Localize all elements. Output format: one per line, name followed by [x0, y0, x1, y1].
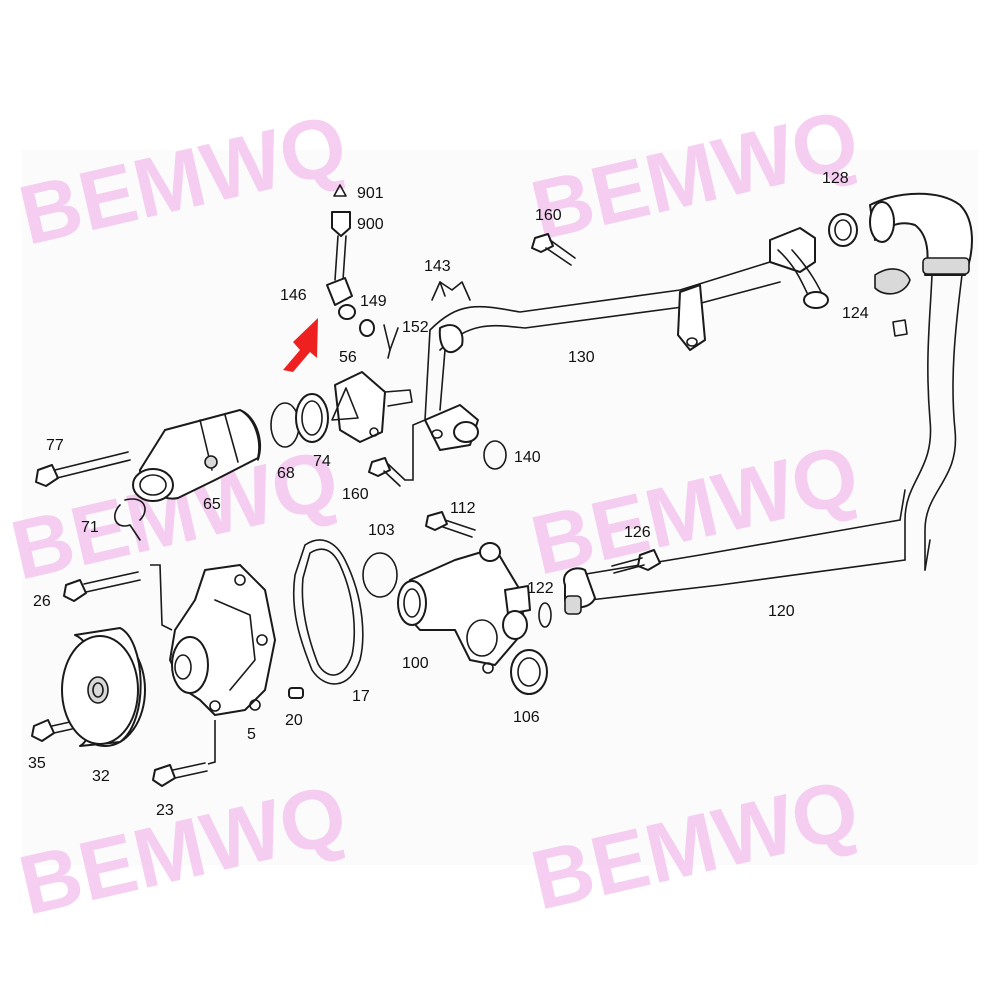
callout-128: 128	[822, 170, 849, 187]
callout-160-mid: 160	[342, 486, 369, 503]
bolt-26	[63, 571, 141, 602]
bolt-160-top	[531, 233, 576, 266]
callout-149: 149	[360, 293, 387, 310]
callout-74: 74	[313, 453, 331, 470]
callout-160-top: 160	[535, 207, 562, 224]
gasket-17	[292, 539, 364, 685]
callout-126: 126	[624, 524, 651, 541]
bolt-126	[611, 549, 661, 574]
callout-140: 140	[514, 449, 541, 466]
callout-146: 146	[280, 287, 307, 304]
callout-32: 32	[92, 768, 110, 785]
callout-labels: 901 900 146 149 152 56 143 160 130 128 1…	[28, 170, 869, 819]
red-pointer-arrow-icon	[283, 318, 318, 372]
callout-103: 103	[368, 522, 395, 539]
callout-35: 35	[28, 755, 46, 772]
thermostat-cover-56	[331, 371, 413, 443]
clip-152	[383, 324, 399, 359]
pulley-32	[61, 627, 146, 747]
sensor-900	[331, 184, 351, 281]
coolant-pipe-120	[563, 489, 931, 615]
thermostat-74	[295, 393, 329, 443]
callout-106: 106	[513, 709, 540, 726]
callout-56: 56	[339, 349, 357, 366]
callout-120: 120	[768, 603, 795, 620]
bolt-23	[152, 762, 208, 787]
o-ring-103	[362, 552, 398, 598]
callout-77: 77	[46, 437, 64, 454]
coolant-housing-100	[397, 542, 531, 674]
callout-23: 23	[156, 802, 174, 819]
bolt-77	[35, 451, 131, 487]
callout-143: 143	[424, 258, 451, 275]
callout-17: 17	[352, 688, 370, 705]
sensor-146	[326, 277, 375, 337]
thermostat-housing-65	[132, 409, 262, 502]
bolt-160-mid	[368, 457, 406, 487]
callout-112: 112	[450, 500, 476, 517]
callout-152: 152	[402, 319, 429, 336]
diagram-panel	[22, 150, 978, 865]
clip-71	[114, 498, 146, 541]
water-pump-5	[169, 564, 304, 716]
o-ring-122	[538, 602, 552, 628]
callout-20: 20	[285, 712, 303, 729]
callout-130: 130	[568, 349, 595, 366]
callout-122: 122	[527, 580, 554, 597]
callout-71: 71	[81, 519, 99, 536]
callout-5: 5	[247, 726, 256, 743]
coolant-pipe-130	[424, 227, 829, 451]
callout-901: 901	[357, 185, 384, 202]
callout-100: 100	[402, 655, 429, 672]
hose-128	[828, 192, 973, 571]
leader-lines	[150, 419, 426, 765]
bolt-112	[425, 511, 476, 538]
clip-143	[431, 281, 471, 301]
callout-65: 65	[203, 496, 221, 513]
callout-26: 26	[33, 593, 51, 610]
callout-124: 124	[842, 305, 869, 322]
bolt-35	[31, 719, 73, 742]
o-ring-140	[483, 440, 507, 470]
seal-106	[510, 649, 548, 695]
callout-68: 68	[277, 465, 295, 482]
callout-900: 900	[357, 216, 384, 233]
